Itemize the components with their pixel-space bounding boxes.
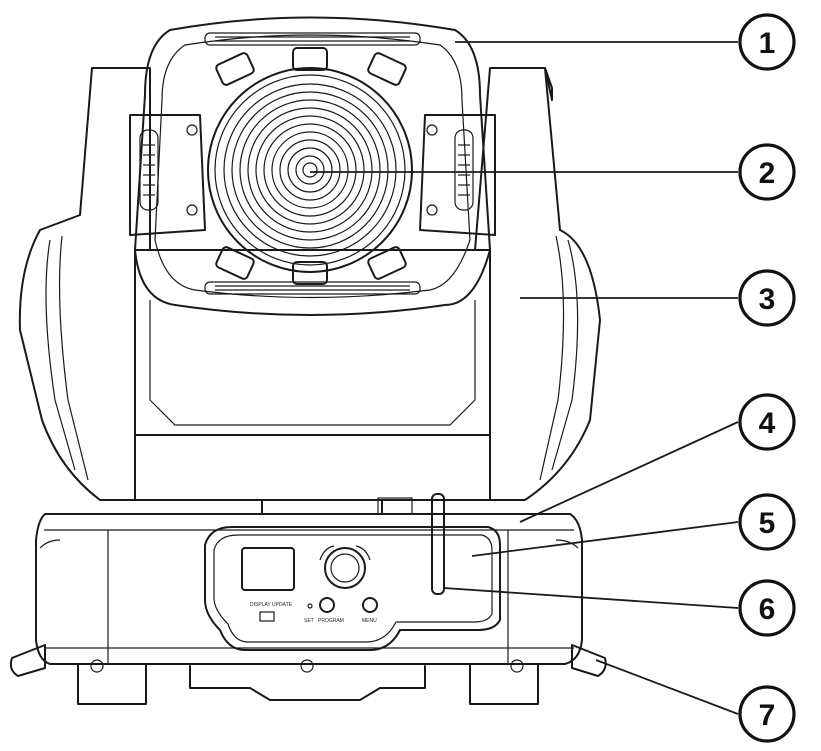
leader-6 <box>443 587 739 609</box>
leader-5 <box>471 521 739 557</box>
leader-4 <box>519 421 739 523</box>
callout-6: 6 <box>738 579 796 637</box>
yoke-left-arm <box>18 67 151 501</box>
yoke <box>18 67 601 501</box>
set-label: SET <box>304 618 314 624</box>
bezel-outer <box>134 16 491 316</box>
callout-4: 4 <box>738 393 796 451</box>
svg-text:4: 4 <box>759 407 776 440</box>
program-label: PROGRAM <box>318 618 344 624</box>
head-lower-shell <box>134 249 491 501</box>
callout-1: 1 <box>738 13 796 71</box>
svg-text:3: 3 <box>759 283 776 316</box>
callout-5: 5 <box>738 493 796 551</box>
encoder-knob <box>324 547 366 589</box>
display-caption: DISPLAY UPDATE <box>250 602 293 608</box>
head-body <box>134 249 491 501</box>
callout-7: 7 <box>738 685 796 743</box>
base: DISPLAY UPDATE SET PROGRAM MENU <box>9 493 607 705</box>
leader-lines <box>310 41 739 715</box>
antenna <box>431 493 445 595</box>
set-led <box>307 603 313 609</box>
callout-3: 3 <box>738 269 796 327</box>
left-grip <box>139 129 159 211</box>
svg-text:1: 1 <box>759 27 776 60</box>
svg-text:7: 7 <box>759 699 776 732</box>
right-grip <box>454 129 474 211</box>
base-housing <box>35 513 583 665</box>
menu-label: MENU <box>362 618 377 624</box>
callout-2: 2 <box>738 143 796 201</box>
menu-button <box>362 597 378 613</box>
front-bezel <box>129 16 496 316</box>
front-lens <box>207 67 413 273</box>
yoke-right-arm <box>474 67 601 501</box>
program-button <box>319 597 335 613</box>
lcd-display <box>241 547 295 591</box>
svg-text:2: 2 <box>759 157 776 190</box>
svg-text:5: 5 <box>759 507 776 540</box>
leader-7 <box>595 659 739 715</box>
control-panel <box>204 526 501 651</box>
svg-text:6: 6 <box>759 593 776 626</box>
